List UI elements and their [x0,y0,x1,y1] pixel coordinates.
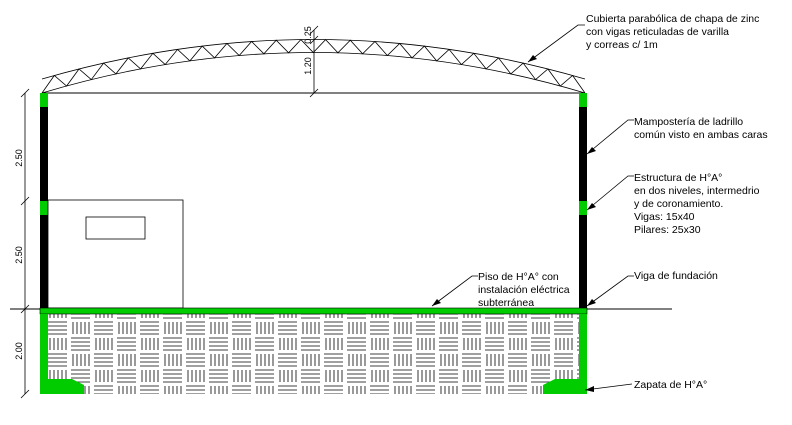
dim-foundation: 2.00 [14,342,24,360]
left-wall [40,93,48,308]
foundation-beam-note: Viga de fundación [634,270,718,282]
floor-note: Piso de H°A° con instalación eléctrica s… [478,271,573,309]
roof-dimension [309,25,319,98]
foundation-fill [48,314,579,394]
dim-wall-upper: 2.50 [14,149,24,167]
roof-note: Cubierta parabólica de chapa de zinc con… [586,13,762,51]
footing-left [40,379,84,394]
footing-right [543,379,587,394]
structure-note: Estructura de H°A° en dos niveles, inter… [634,172,762,236]
footing-note: Zapata de H°A° [634,379,707,391]
roof-truss [41,39,586,94]
dim-wall-lower: 2.50 [14,246,24,264]
interior-enclosure [47,199,184,309]
dim-roof-thickness: 0.25 [303,26,313,44]
left-dimension [20,88,30,399]
right-wall [579,93,587,308]
masonry-note: Mampostería de ladrillo común visto en a… [634,116,768,141]
dim-roof-rise: 1.20 [303,57,313,75]
window [85,216,146,240]
